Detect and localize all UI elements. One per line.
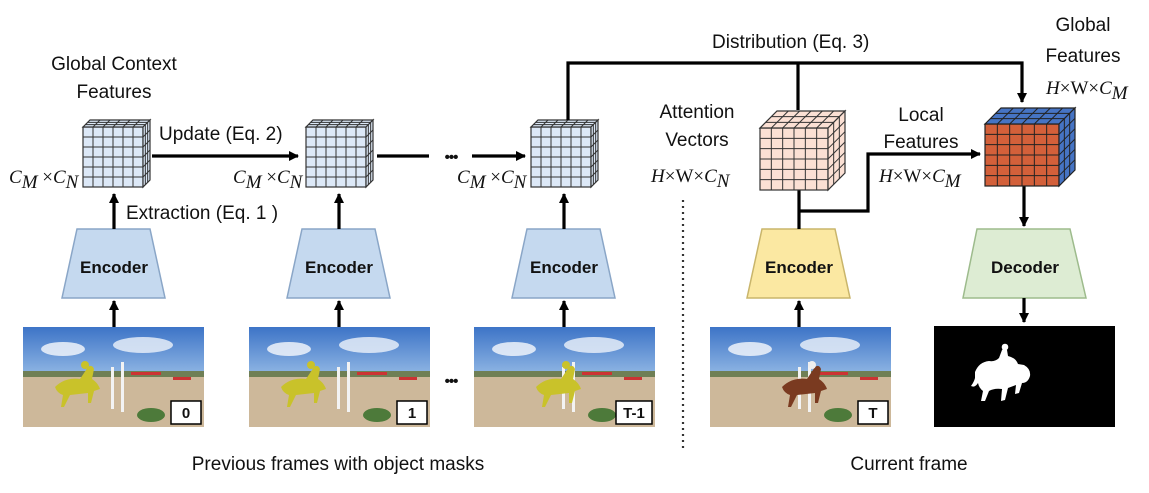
text-labels: Global Context Features Update (Eq. 2) E…	[9, 15, 1129, 475]
extraction-label: Extraction (Eq. 1 )	[126, 203, 278, 224]
arrow-local-features	[799, 148, 982, 213]
global-context-grid-1	[304, 118, 375, 189]
encoder-1: Encoder	[286, 228, 391, 299]
ellipsis-frames: •••	[445, 373, 459, 390]
encoder-0-label: Encoder	[80, 258, 148, 277]
frame-label-2: T-1	[623, 405, 645, 422]
encoder-t1: Encoder	[511, 228, 616, 299]
frame-3: T	[710, 327, 891, 427]
attention-vectors-cube	[758, 109, 847, 192]
global-context-label-line2: Features	[77, 82, 152, 103]
math-cm-cn-t1: CM ×CN	[457, 167, 528, 193]
mask-silhouette	[971, 343, 1031, 401]
previous-frames-caption: Previous frames with object masks	[192, 454, 485, 475]
math-hwcm-local: H×W×CM	[878, 166, 962, 192]
global-features-line2: Features	[1046, 46, 1121, 67]
frame-0: 0	[23, 327, 204, 427]
current-frame-caption: Current frame	[850, 454, 967, 475]
attention-vectors-line1: Attention	[660, 102, 735, 123]
math-hwcm-global: H×W×CM	[1045, 78, 1129, 104]
frame-label-0: 0	[182, 405, 190, 422]
update-label: Update (Eq. 2)	[159, 124, 283, 145]
global-context-grid-t1	[529, 118, 600, 189]
math-cm-cn-1: CM ×CN	[233, 167, 304, 193]
local-features-line2: Features	[884, 132, 959, 153]
decoder: Decoder	[962, 228, 1087, 299]
frame-2: T-1	[474, 327, 655, 427]
frames: 0 1 T-1 T	[23, 327, 891, 427]
encoder-current: Encoder	[746, 228, 851, 299]
encoder-1-label: Encoder	[305, 258, 373, 277]
global-context-grid-0	[81, 118, 152, 189]
arrows	[108, 61, 1030, 327]
frame-label-3: T	[868, 405, 877, 422]
frame-label-1: 1	[408, 405, 416, 422]
distribution-label: Distribution (Eq. 3)	[712, 32, 869, 53]
global-features-cube	[983, 106, 1077, 188]
global-features-line1: Global	[1056, 15, 1111, 36]
encoder-0: Encoder	[61, 228, 166, 299]
local-features-line1: Local	[898, 105, 943, 126]
global-context-label-line1: Global Context	[51, 54, 177, 75]
mask-output	[934, 326, 1115, 427]
arrow-distribution	[566, 61, 1028, 120]
decoder-label: Decoder	[991, 258, 1059, 277]
math-hwcn: H×W×CN	[650, 166, 731, 192]
frame-1: 1	[249, 327, 430, 427]
ellipsis-top: •••	[445, 149, 459, 166]
encoder-current-label: Encoder	[765, 258, 833, 277]
encoder-t1-label: Encoder	[530, 258, 598, 277]
math-cm-cn-0: CM ×CN	[9, 167, 80, 193]
attention-vectors-line2: Vectors	[665, 130, 728, 151]
